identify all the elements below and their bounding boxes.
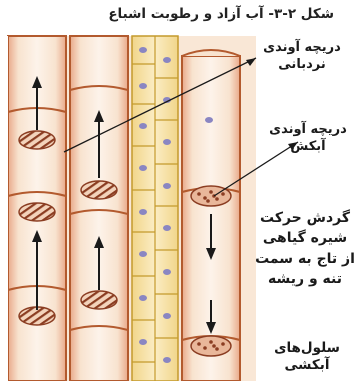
parenchyma-column bbox=[132, 36, 178, 381]
ladder-pit-plate bbox=[81, 291, 117, 309]
tissue-block bbox=[0, 36, 256, 381]
block-edge bbox=[0, 36, 8, 381]
ladder-pit-plate bbox=[81, 181, 117, 199]
vessel-column-left bbox=[8, 36, 66, 381]
ladder-pit-label: دریچه آوندی نردبانی bbox=[250, 40, 354, 73]
ladder-pit-plate bbox=[19, 131, 55, 149]
sieve-column-right bbox=[182, 50, 240, 381]
cell-nucleus bbox=[205, 117, 213, 123]
figure-caption: شکل ۲-۳- آب آزاد و رطوبت اشباع bbox=[4, 6, 334, 23]
sieve-plate bbox=[191, 336, 231, 356]
vessel-column-second bbox=[70, 36, 128, 381]
ladder-pit-plate bbox=[19, 203, 55, 221]
sieve-cells-label: سلول‌های آبکشی bbox=[260, 340, 354, 375]
sieve-pit-label: دریچه آوندی آبکش bbox=[262, 122, 354, 155]
sap-flow-label: گردش حرکت شیره گیاهی از تاج به سمت تنه و… bbox=[254, 208, 356, 289]
